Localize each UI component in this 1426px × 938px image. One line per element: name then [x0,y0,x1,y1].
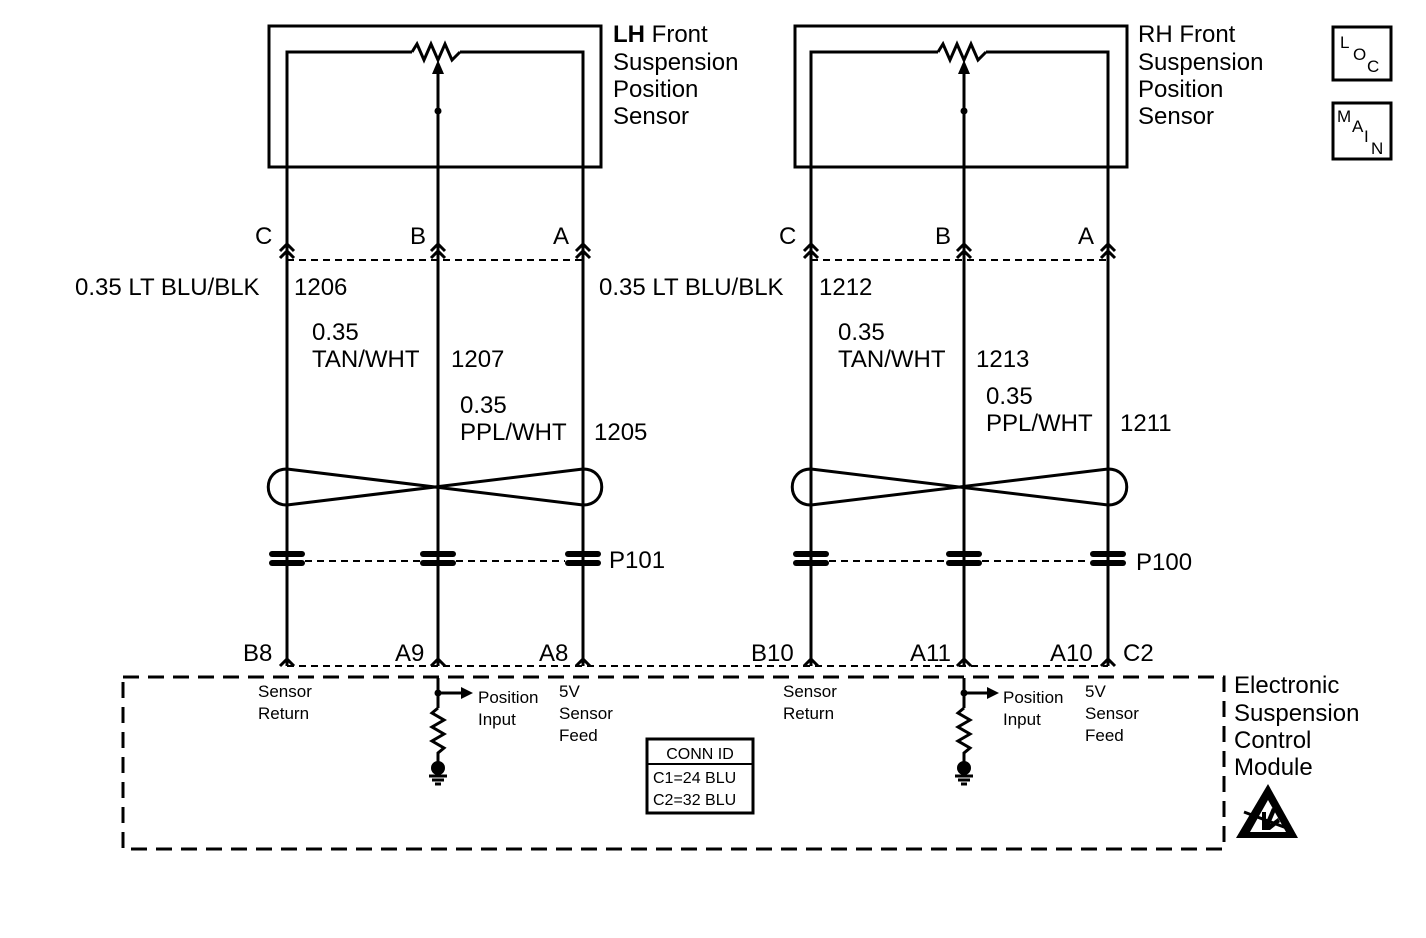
lh-sensor-internal-c [285,50,412,177]
rh-sensor-title: RH Front [1138,21,1236,48]
potentiometer-icon [936,40,988,64]
module-name-line2: Suspension [1234,700,1359,727]
lh-sensor-return-label-2: Return [258,704,309,723]
rh-sensor-feed-label-3: Feed [1085,726,1124,745]
lh-wire-a-color: PPL/WHT [460,419,567,446]
rh-sensor-line4: Sensor [1138,103,1214,130]
svg-text:M: M [1337,107,1351,126]
lh-module-pin-a9: A9 [395,640,424,667]
twisted-pair-icon [266,467,604,507]
lh-module-pin-b8: B8 [243,640,272,667]
svg-text:C: C [1367,57,1379,76]
lh-sensor: LH Front Suspension Position Sensor [267,21,738,177]
lh-sensor-feed-label-2: Sensor [559,704,613,723]
lh-pin-a: A [553,223,569,250]
lh-sensor-internal-a [460,50,585,177]
lh-wire-b-size: 0.35 [312,319,359,346]
rh-wire-b-size: 0.35 [838,319,885,346]
wiper-arrow-icon [958,60,970,74]
rh-wire-a-color: PPL/WHT [986,410,1093,437]
rh-position-input-label: Position [1003,688,1063,707]
lh-sensor-return-label: Sensor [258,682,312,701]
esd-warning-icon [1236,784,1298,838]
rh-wire-c-label: 0.35 LT BLU/BLK [599,274,784,301]
svg-text:L: L [1340,33,1349,52]
wiper-arrow-icon [432,60,444,74]
svg-text:O: O [1353,45,1366,64]
resistor-icon [429,706,447,762]
rh-connector-label: P100 [1136,549,1192,576]
control-module: Electronic Suspension Control Module Sen… [121,672,1359,851]
rh-inline-connector [793,551,1126,566]
lh-sensor-feed-label: 5V [559,682,580,701]
rh-sensor-feed-label-2: Sensor [1085,704,1139,723]
lh-position-input-label: Position [478,688,538,707]
lh-inline-connector [269,551,601,566]
lh-module-pin-a8: A8 [539,640,568,667]
lh-wire-b-color: TAN/WHT [312,346,420,373]
rh-module-pin-a10: A10 [1050,640,1093,667]
conn-id-row-2: C2=32 BLU [653,792,736,809]
lh-sensor-feed-label-3: Feed [559,726,598,745]
lh-sensor-line4: Sensor [613,103,689,130]
lh-position-input-label-2: Input [478,710,516,729]
rh-wire-a-circuit: 1211 [1120,410,1172,437]
twisted-pair-icon [790,467,1129,507]
arrow-right-icon [461,687,473,699]
rh-wires: C B A 0.35 LT BLU/BLK 1212 0.35 TAN/WHT … [599,167,1192,668]
lh-sensor-title: LH Front [613,21,708,48]
rh-sensor-box [793,24,1129,169]
rh-wire-b-color: TAN/WHT [838,346,946,373]
rh-sensor-line2: Suspension [1138,49,1263,76]
lh-wire-a-size: 0.35 [460,392,507,419]
ground-icon [957,761,971,775]
rh-sensor-return-label: Sensor [783,682,837,701]
module-name-line1: Electronic [1234,672,1339,699]
main-icon[interactable]: M A I N [1331,101,1393,161]
rh-sensor-feed-label: 5V [1085,682,1106,701]
lh-sensor-box [267,24,603,169]
loc-icon[interactable]: L O C [1331,25,1393,82]
lh-wires: C B A 0.35 LT BLU/BLK 1206 0.35 TAN/WHT … [75,167,665,668]
svg-text:A: A [1352,117,1364,136]
potentiometer-icon [410,40,462,64]
lh-wire-b-circuit: 1207 [451,346,504,373]
rh-wire-c-circuit: 1212 [819,274,872,301]
lh-sensor-line2: Suspension [613,49,738,76]
svg-text:I: I [1364,127,1369,146]
ground-icon [431,761,445,775]
conn-id-header: CONN ID [666,746,734,763]
module-name-line3: Control [1234,727,1311,754]
rh-sensor: RH Front Suspension Position Sensor [793,21,1263,177]
lh-wire-c-label: 0.35 LT BLU/BLK [75,274,260,301]
module-box [121,675,1226,851]
lh-pin-c: C [255,223,272,250]
lh-wire-c-circuit: 1206 [294,274,347,301]
arrow-right-icon [987,687,999,699]
lh-wire-a-circuit: 1205 [594,419,647,446]
resistor-icon [955,706,973,762]
rh-sensor-line3: Position [1138,76,1223,103]
conn-id-table: CONN ID C1=24 BLU C2=32 BLU [645,737,755,815]
module-name-line4: Module [1234,754,1313,781]
rh-pin-b: B [935,223,951,250]
rh-position-input-label-2: Input [1003,710,1041,729]
lh-sensor-line3: Position [613,76,698,103]
conn-id-row-1: C1=24 BLU [653,770,736,787]
rh-connector-id: C2 [1123,640,1154,667]
svg-text:N: N [1371,139,1383,158]
rh-pin-a: A [1078,223,1094,250]
rh-wire-a-size: 0.35 [986,383,1033,410]
rh-module-pin-a11: A11 [910,640,951,667]
rh-module-pin-b10: B10 [751,640,794,667]
rh-wire-b-circuit: 1213 [976,346,1029,373]
lh-pin-b: B [410,223,426,250]
rh-sensor-return-label-2: Return [783,704,834,723]
rh-pin-c: C [779,223,796,250]
lh-connector-label: P101 [609,547,665,574]
